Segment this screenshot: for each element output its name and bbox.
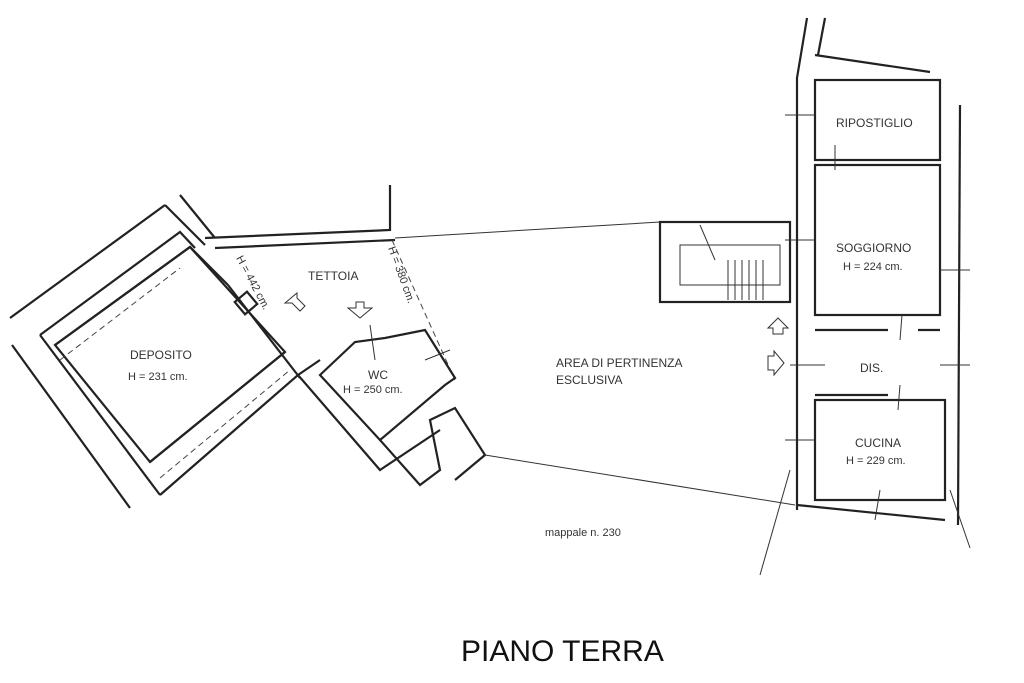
deposito-walls: [9, 194, 441, 509]
plan-title: PIANO TERRA: [461, 635, 664, 668]
room-label-tettoia: TETTOIA: [308, 269, 358, 283]
boundary-line: [394, 221, 661, 239]
area-label-line1: AREA DI PERTINENZA: [556, 356, 682, 370]
room-label-soggiorno: SOGGIORNO: [836, 241, 911, 255]
room-label-deposito: DEPOSITO: [130, 348, 192, 362]
room-height-wc: H = 250 cm.: [343, 384, 403, 396]
tettoia-height-left: H = 442 cm.: [233, 254, 272, 312]
mappale-label: mappale n. 230: [545, 527, 621, 539]
arrow-icon: [346, 301, 374, 319]
room-height-soggiorno: H = 224 cm.: [843, 261, 903, 273]
arrow-icon: [767, 349, 785, 377]
room-label-dis: DIS.: [860, 361, 883, 375]
staircase: [658, 220, 792, 304]
boundary-line: [484, 454, 796, 506]
area-label-line2: ESCLUSIVA: [556, 373, 622, 387]
tettoia-height-right: H = 380 cm.: [385, 245, 417, 305]
room-label-cucina: CUCINA: [855, 436, 901, 450]
house-walls: [759, 17, 971, 576]
room-height-deposito: H = 231 cm.: [128, 371, 188, 383]
entrance-arrows: [283, 291, 790, 377]
tettoia-walls: [204, 185, 487, 487]
room-label-wc: WC: [368, 368, 388, 382]
room-height-cucina: H = 229 cm.: [846, 455, 906, 467]
arrow-icon: [283, 291, 306, 312]
arrow-icon: [766, 317, 790, 335]
room-label-ripostiglio: RIPOSTIGLIO: [836, 116, 913, 130]
